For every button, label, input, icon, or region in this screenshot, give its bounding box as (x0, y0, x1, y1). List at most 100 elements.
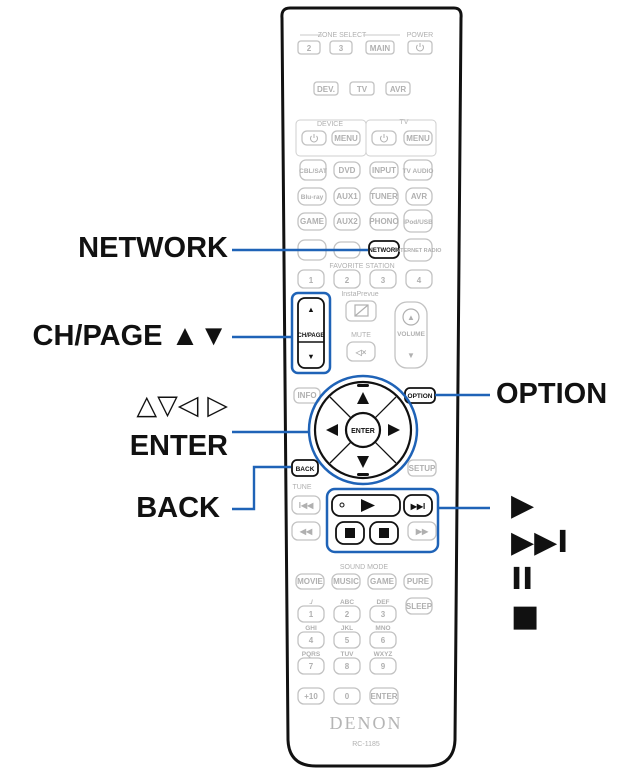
dev-label: DEV. (317, 85, 335, 94)
key-6-button[interactable] (369, 631, 397, 649)
favorite-2-button[interactable] (333, 269, 361, 289)
music-label: MUSIC (333, 577, 359, 586)
internet-radio-button[interactable] (403, 238, 433, 262)
pure-label: PURE (407, 577, 430, 586)
game-mode-button[interactable] (367, 573, 397, 590)
stop-callout: ■ (511, 599, 540, 634)
tv-menu-button[interactable] (403, 130, 433, 146)
favorite-2-label: 2 (345, 276, 350, 285)
key-9-button[interactable] (369, 657, 397, 675)
mute-button[interactable] (346, 341, 376, 362)
model-label: RC-1185 (352, 741, 380, 748)
key-5-button[interactable] (333, 631, 361, 649)
tv-section-label: TV (400, 119, 409, 126)
main-zone-button[interactable] (365, 40, 395, 55)
cursor-down-icon[interactable] (357, 456, 369, 468)
previous-button[interactable] (291, 495, 321, 515)
bluray-button[interactable] (297, 187, 327, 206)
key-4-button[interactable] (297, 631, 325, 649)
skip-button[interactable] (403, 494, 433, 517)
game-button[interactable] (297, 212, 327, 231)
ipodusb-button[interactable] (403, 209, 433, 233)
network-button[interactable] (368, 240, 400, 259)
plus10-button[interactable] (297, 687, 325, 705)
cursor-left-icon[interactable] (326, 424, 338, 436)
tv-mode-button[interactable] (349, 81, 375, 96)
phono-label: PHONO (369, 217, 398, 226)
music-button[interactable] (331, 573, 361, 590)
info-label: INFO (297, 391, 316, 400)
zone2-button[interactable] (297, 40, 321, 55)
rewind-button[interactable] (291, 521, 321, 541)
favorite-1-label: 1 (309, 276, 314, 285)
pure-button[interactable] (403, 573, 433, 590)
volume-label: VOLUME (397, 331, 425, 338)
key-6-letters: MNO (375, 625, 390, 632)
pause-icon (345, 528, 355, 538)
key-1-button[interactable] (297, 605, 325, 623)
setup-button[interactable] (407, 459, 437, 477)
avr-mode-button[interactable] (385, 81, 411, 96)
fast-forward-button[interactable] (407, 521, 437, 541)
game-label: GAME (300, 217, 325, 226)
chpage-down-icon: ▼ (307, 352, 314, 361)
device-menu-label: MENU (334, 134, 358, 143)
cursor-pad-highlight (307, 374, 419, 486)
phono-button[interactable] (369, 212, 399, 231)
chpage-button[interactable] (297, 297, 325, 369)
bluray-label: Blu-ray (301, 194, 324, 201)
zone3-button[interactable] (329, 40, 353, 55)
favorite-4-button[interactable] (405, 269, 433, 289)
chpage-callout: CH/PAGE ▲▼ (32, 320, 228, 352)
back-button[interactable] (291, 459, 319, 477)
power-label: POWER (407, 32, 433, 39)
key-3-button[interactable] (369, 605, 397, 623)
power-button[interactable] (407, 40, 433, 55)
tv-mode-label: TV (357, 85, 368, 94)
key-9-letters: WXYZ (374, 651, 393, 658)
setup-label: SETUP (409, 464, 436, 473)
enter-button[interactable] (344, 411, 382, 449)
cursor-up-icon[interactable] (357, 392, 369, 404)
input-button[interactable] (369, 161, 399, 179)
favorite-1-button[interactable] (297, 269, 325, 289)
sleep-button[interactable] (405, 597, 433, 615)
volume-down-icon: ▼ (407, 351, 415, 360)
key-8-letters: TUV (341, 651, 355, 658)
favorite-3-label: 3 (381, 276, 386, 285)
device-menu-button[interactable] (331, 130, 361, 146)
plus10-label: +10 (304, 692, 318, 701)
cblsat-button[interactable] (299, 159, 327, 181)
pause-callout: II (511, 562, 534, 597)
key-2-button[interactable] (333, 605, 361, 623)
key-3-digit: 3 (381, 610, 386, 619)
tuner-label: TUNER (370, 192, 398, 201)
network-button-label: NETWORK (369, 248, 401, 254)
tune-label: TUNE (292, 484, 311, 491)
numeric-enter-button[interactable] (369, 687, 399, 705)
tv-menu-label: MENU (406, 134, 430, 143)
aux1-button[interactable] (333, 187, 361, 206)
dvd-button[interactable] (333, 161, 361, 179)
key-1-digit: 1 (309, 610, 314, 619)
avr-mode-label: AVR (390, 85, 407, 94)
favorite-4-label: 4 (417, 276, 422, 285)
aux2-button[interactable] (333, 212, 361, 231)
back-callout: BACK (136, 492, 220, 524)
tuner-button[interactable] (369, 187, 399, 206)
tvaudio-button[interactable] (403, 159, 433, 181)
aux2-label: AUX2 (336, 217, 358, 226)
key-8-button[interactable] (333, 657, 361, 675)
avr-input-button[interactable] (405, 187, 433, 206)
movie-button[interactable] (295, 573, 325, 590)
mute-label: MUTE (351, 332, 371, 339)
cursor-right-icon[interactable] (388, 424, 400, 436)
key-7-button[interactable] (297, 657, 325, 675)
key-0-button[interactable] (333, 687, 361, 705)
key-4-letters: GHI (305, 625, 317, 632)
key-8-digit: 8 (345, 662, 350, 671)
dev-button[interactable] (313, 81, 339, 96)
favorite-3-button[interactable] (369, 269, 397, 289)
chpage-up-icon: ▲ (307, 305, 314, 314)
